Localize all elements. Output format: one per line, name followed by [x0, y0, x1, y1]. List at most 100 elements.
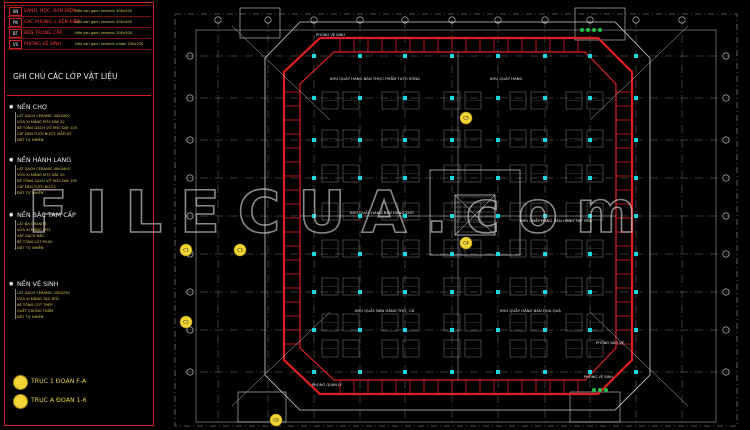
legend-leader-line	[15, 165, 16, 195]
axis-bubble	[722, 94, 730, 102]
axis-bubble	[214, 16, 222, 24]
structural-column	[450, 214, 454, 218]
legend-section-line: XÂY GẠCH ĐẶC	[17, 234, 45, 238]
structural-column	[634, 328, 638, 332]
axis-bubble-icon	[13, 375, 28, 390]
legend-code-name: PHÒNG VỆ SINH	[24, 42, 61, 47]
legend-section-line: BÊ TÔNG CỐT THÉP	[17, 303, 53, 307]
axis-bubble	[186, 136, 194, 144]
axis-tag-bubble	[179, 315, 193, 329]
room-label: PHÒNG VỆ SINH	[584, 374, 613, 379]
axis-tag-label: C1	[183, 248, 189, 253]
structural-column	[496, 370, 500, 374]
axis-bubble	[722, 368, 730, 376]
legend-code-tag: BT	[9, 29, 22, 38]
structural-column	[450, 370, 454, 374]
structural-column	[312, 290, 316, 294]
structural-column	[588, 54, 592, 58]
structural-column	[496, 252, 500, 256]
legend-axis-label: TRỤC 1 ĐOẠN F-A	[31, 378, 87, 385]
legend-section-marker: ●	[9, 212, 14, 218]
structural-column	[312, 214, 316, 218]
legend-code-note: Nền sàn gạch ceramic nhám 250x250	[75, 42, 144, 46]
structural-column	[588, 290, 592, 294]
structural-column	[588, 138, 592, 142]
legend-section-marker: ●	[9, 104, 14, 110]
structural-column	[496, 54, 500, 58]
structural-column	[450, 176, 454, 180]
legend-section-line: LÁT GẠCH CERAMIC 400X400	[17, 167, 70, 171]
legend-section-marker: ●	[9, 281, 14, 287]
fixture-dot	[598, 28, 602, 32]
structural-column	[543, 176, 547, 180]
legend-code-name: BÊN TRONG CẤP	[24, 31, 63, 36]
axis-bubble	[586, 16, 594, 24]
corner-wing	[569, 391, 621, 423]
legend-axis-label: TRỤC A ĐOẠN 1-6	[31, 397, 87, 404]
legend-section-line: VỮA XI MĂNG M75	[17, 228, 51, 232]
structural-column	[358, 328, 362, 332]
structural-column	[312, 252, 316, 256]
legend-leader-line	[15, 112, 16, 142]
structural-column	[496, 290, 500, 294]
legend-code-name: SÀNH, HỌC, BÁN ĐIỆN	[24, 9, 76, 14]
axis-bubble	[722, 136, 730, 144]
axis-bubble	[448, 16, 456, 24]
legend-code-note: Nền sàn gạch ceramic 300x300	[75, 31, 133, 35]
fixture-dot	[592, 28, 596, 32]
axis-bubble	[722, 174, 730, 182]
zone-label: KHU QUẦY HÀNG BÁN HÀNG KHÔ	[350, 210, 414, 215]
legend-section-line: CÁT ĐEN TƯỚI NƯỚC	[17, 185, 57, 189]
structural-column	[403, 54, 407, 58]
structural-column	[403, 370, 407, 374]
axis-bubble	[186, 174, 194, 182]
legend-section-line: ĐẤT TỰ NHIÊN	[17, 138, 44, 142]
structural-column	[496, 214, 500, 218]
structural-column	[403, 138, 407, 142]
legend-table-rule	[7, 16, 151, 17]
legend-code-note: Nền sàn gạch ceramic 300x300	[75, 9, 133, 13]
structural-column	[358, 96, 362, 100]
central-stair	[454, 194, 496, 236]
structural-column	[358, 290, 362, 294]
structural-column	[543, 290, 547, 294]
structural-column	[543, 54, 547, 58]
axis-bubble	[722, 288, 730, 296]
legend-title: GHI CHÚ CÁC LỚP VẬT LIỆU	[13, 72, 118, 81]
structural-column	[403, 290, 407, 294]
axis-bubble	[722, 52, 730, 60]
perimeter-wall	[282, 36, 634, 396]
legend-code-name: CÁC PHÒNG + KÊN KIỆT	[24, 20, 80, 25]
corner-diagonal	[231, 311, 331, 407]
structural-column	[358, 370, 362, 374]
axis-tag-bubble	[269, 413, 283, 427]
legend-section-line: BÊ TÔNG LÓT M100	[17, 240, 53, 244]
axis-bubble	[186, 212, 194, 220]
legend-section-line: VỮA XI MĂNG M75 DÀY 20	[17, 120, 65, 124]
axis-tag-label: C6	[273, 418, 279, 423]
structural-column	[312, 96, 316, 100]
central-core	[429, 169, 521, 256]
dimension-frame-line	[195, 29, 717, 423]
axis-bubble	[186, 288, 194, 296]
fixture-dot	[586, 28, 590, 32]
legend-table-rule	[7, 49, 151, 50]
structural-column	[358, 176, 362, 180]
structural-column	[312, 328, 316, 332]
axis-bubble	[722, 326, 730, 334]
legend-section-line: VỮA XI MĂNG M75 DÀY 20	[17, 173, 65, 177]
corner-diagonal	[589, 25, 689, 121]
legend-section-marker: ●	[9, 157, 14, 163]
structural-column	[634, 252, 638, 256]
structural-column	[496, 138, 500, 142]
structural-column	[450, 328, 454, 332]
structural-column	[634, 138, 638, 142]
zone-label: KHU QUẦY HÀNG BÁN HÀNG TẠP HÓA	[520, 218, 593, 223]
structural-column	[403, 214, 407, 218]
axis-bubble	[541, 16, 549, 24]
legend-section-line: QUÉT CHỐNG THẤM	[17, 309, 54, 313]
axis-bubble	[494, 16, 502, 24]
corner-diagonal	[231, 25, 331, 121]
